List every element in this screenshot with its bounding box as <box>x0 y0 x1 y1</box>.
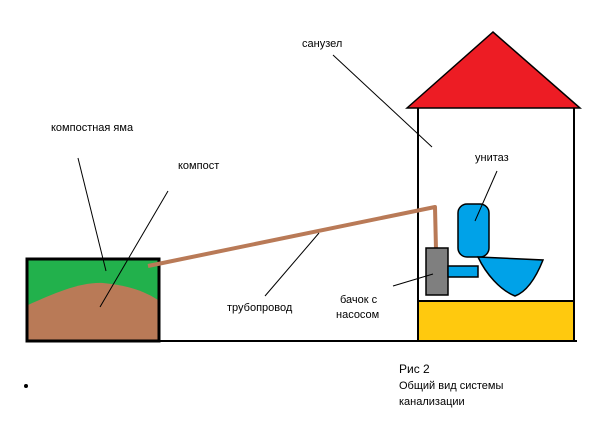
label-compost-pit: компостная яма <box>51 122 134 134</box>
caption-title: Рис 2 <box>399 362 430 376</box>
label-tank-line2: насосом <box>336 309 379 321</box>
toilet-cistern <box>457 203 490 258</box>
compost-pit <box>25 257 161 343</box>
caption-line1: Общий вид системы <box>399 380 503 392</box>
caption-line2: канализации <box>399 396 465 408</box>
stray-dot <box>24 384 28 388</box>
pump-tank-icon <box>425 247 449 296</box>
label-pipeline: трубопровод <box>227 302 293 314</box>
leader-pipeline <box>264 232 320 297</box>
compost-pile <box>28 282 158 340</box>
leader-compost <box>99 190 169 308</box>
leader-bathroom <box>332 54 433 148</box>
toilet-connector <box>447 265 479 278</box>
label-toilet: унитаз <box>475 152 509 164</box>
label-compost: компост <box>178 160 219 172</box>
label-bathroom: санузел <box>302 38 342 50</box>
label-tank-line1: бачок с <box>340 294 378 306</box>
house-icon <box>405 31 582 341</box>
leader-compost-pit <box>77 157 107 272</box>
leader-toilet <box>474 170 498 222</box>
pipeline <box>147 205 438 268</box>
leader-tank <box>392 273 434 287</box>
house-floor <box>419 301 573 340</box>
toilet-bowl <box>476 256 545 297</box>
toilet-icon <box>447 203 545 297</box>
house-roof <box>405 31 582 109</box>
compost-pit-outline <box>25 257 161 343</box>
